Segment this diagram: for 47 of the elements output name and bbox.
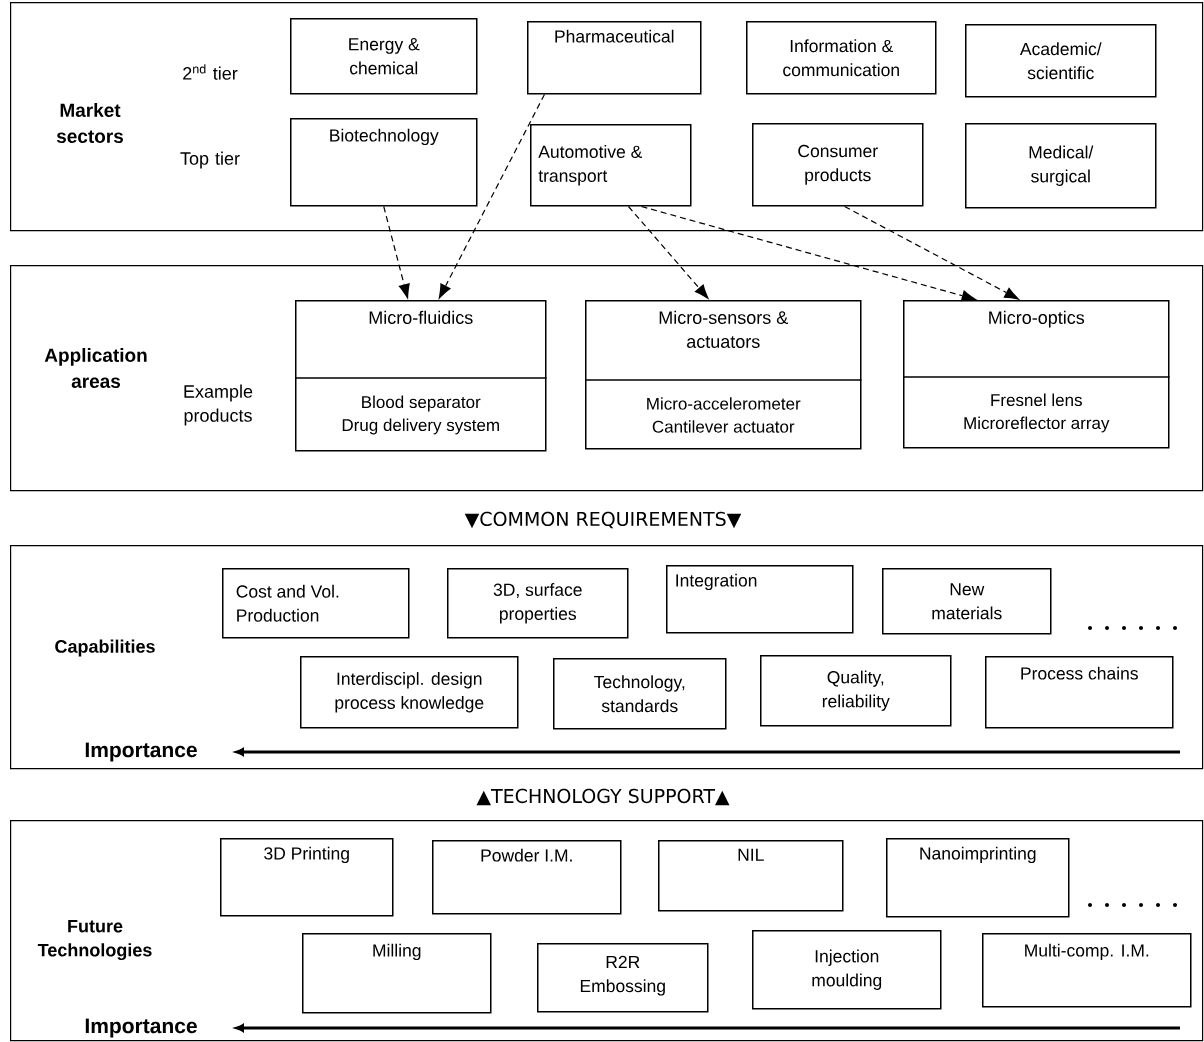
- arrow: [438, 93, 546, 300]
- section-heading: Application areas: [44, 348, 147, 388]
- sector-box: Information & communication: [746, 21, 937, 95]
- arrow: [383, 205, 410, 300]
- section-heading: Future Technologies: [37, 919, 152, 961]
- application-box: Micro-optics Fresnel lens Microreflector array: [902, 300, 1171, 449]
- capability-box: 3D, surface properties: [447, 568, 629, 639]
- technology-box: Multi-comp. I.M.: [982, 933, 1192, 1008]
- capability-box: New materials: [882, 568, 1052, 635]
- technology-box: 3D Printing: [220, 838, 394, 917]
- sector-box: Energy & chemical: [290, 18, 478, 95]
- section-heading: Capabilities: [55, 639, 155, 657]
- axis-label: Importance: [85, 1018, 197, 1038]
- arrow: [844, 205, 1021, 300]
- application-box: Micro-sensors & actuators Micro-accelerometer Cantilever actuator: [584, 300, 863, 450]
- row-label: Example products: [184, 384, 253, 426]
- arrow: [640, 205, 978, 302]
- capability-box: Quality, reliability: [760, 655, 952, 727]
- axis-label: Importance: [85, 742, 197, 762]
- section-panel: [10, 820, 1204, 1042]
- section-panel: [10, 2, 1204, 232]
- section-panel: [10, 545, 1204, 770]
- capability-box: Process chains: [985, 656, 1174, 729]
- banner-text: ▲TECHNOLOGY SUPPORT▲: [476, 788, 730, 806]
- technology-box: NIL: [658, 840, 844, 912]
- banner-text: ▼COMMON REQUIREMENTS▼: [464, 511, 742, 529]
- sector-box: Pharmaceutical: [527, 21, 702, 95]
- capability-box: Interdiscipl. design process knowledge: [300, 656, 519, 729]
- technology-box: Injection moulding: [752, 930, 942, 1010]
- technology-box: Nanoimprinting: [886, 838, 1070, 918]
- technology-box: R2R Embossing: [537, 943, 709, 1013]
- application-box: Micro-fluidics Blood separator Drug delivery system: [294, 300, 548, 452]
- section-panel: [10, 265, 1204, 492]
- sector-box: Consumer products: [752, 123, 924, 207]
- sector-box: Automotive & transport: [530, 124, 692, 207]
- arrow: [627, 205, 710, 300]
- capability-box: Cost and Vol. Production: [222, 568, 410, 639]
- row-label: 2$^{nd}$ tier: [183, 64, 238, 80]
- sector-box: Biotechnology: [290, 118, 478, 207]
- row-label: Top tier: [180, 151, 240, 169]
- capability-box: Technology, standards: [553, 658, 727, 730]
- sector-box: Academic/ scientific: [965, 24, 1157, 98]
- technology-box: Milling: [302, 933, 492, 1014]
- sector-box: Medical/ surgical: [965, 123, 1157, 209]
- section-heading: Market sectors: [56, 103, 123, 143]
- technology-box: Powder I.M.: [432, 840, 622, 915]
- capability-box: Integration: [666, 565, 854, 634]
